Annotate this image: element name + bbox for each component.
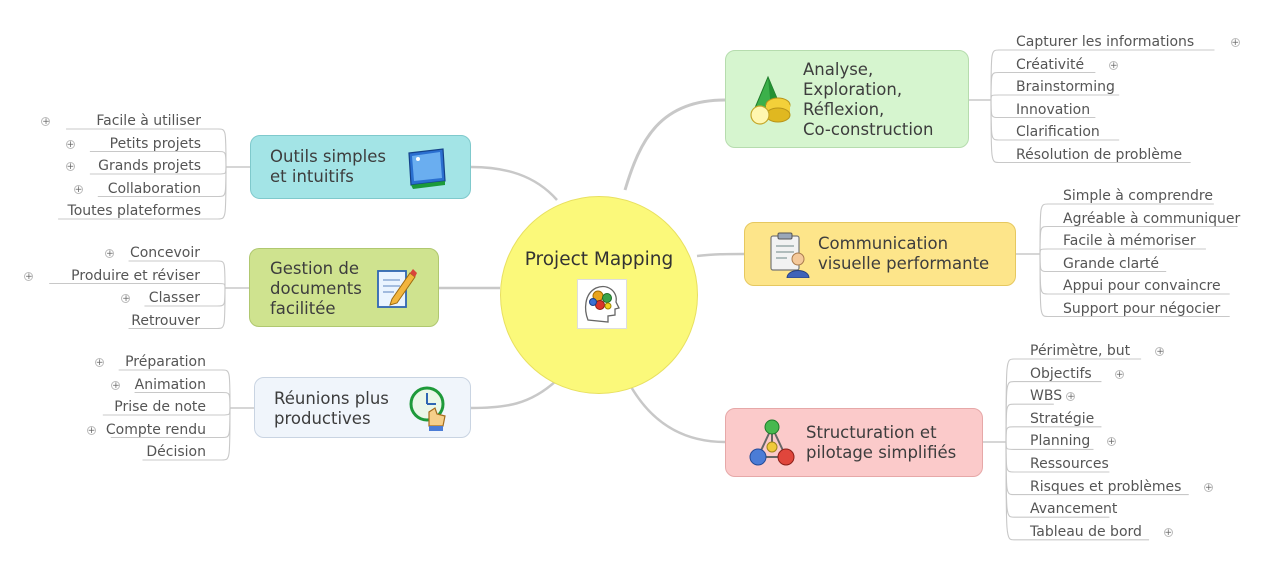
expand-plus-icon[interactable]: + <box>94 358 104 368</box>
expand-plus-icon[interactable]: + <box>24 271 34 282</box>
subtopic-structuration-1[interactable]: Objectifs <box>1030 365 1092 382</box>
branch-analyse-label: Analyse, Exploration, Réflexion, Co-cons… <box>803 60 934 139</box>
expand-plus-icon[interactable]: + <box>73 184 83 195</box>
subtopic-outils-4[interactable]: Toutes plateformes <box>67 203 201 219</box>
connector-line <box>128 260 226 289</box>
connector-line <box>1005 441 1150 541</box>
expand-plus-icon[interactable]: + <box>1066 392 1076 403</box>
expand-plus-icon[interactable]: + <box>1163 527 1173 538</box>
expand-plus-icon[interactable]: + <box>1109 60 1118 71</box>
expand-plus-icon[interactable]: + <box>41 117 51 127</box>
subtopic-communication-2[interactable]: Facile à mémoriser <box>1063 233 1196 249</box>
connector-line <box>1005 426 1102 443</box>
expand-plus-icon[interactable]: + <box>1230 38 1240 48</box>
central-topic[interactable]: Project Mapping <box>500 196 698 394</box>
connector-line <box>470 379 558 410</box>
subtopic-communication-5[interactable]: Support pour négocier <box>1063 300 1221 317</box>
expand-plus-icon[interactable]: + <box>105 249 115 259</box>
connector-line <box>990 94 1120 101</box>
document-pencil-icon <box>374 265 418 316</box>
subtopic-communication-1[interactable]: Agréable à communiquer <box>1063 210 1241 227</box>
branch-analyse[interactable]: Analyse, Exploration, Réflexion, Co-cons… <box>725 50 969 148</box>
connector-line <box>58 166 227 220</box>
subtopic-structuration-2[interactable]: WBS <box>1030 388 1063 405</box>
subtopic-structuration-5[interactable]: Ressources <box>1030 456 1109 472</box>
branch-communication-label: Communication visuelle performante <box>818 234 990 273</box>
expand-plus-icon[interactable]: + <box>1155 347 1165 357</box>
subtopic-communication-4[interactable]: Appui pour convaincre <box>1063 278 1221 294</box>
expand-plus-icon[interactable]: + <box>65 139 75 150</box>
subtopic-reunions-1[interactable]: Animation <box>134 376 206 393</box>
connector-line <box>89 150 227 168</box>
network-nodes-icon <box>748 417 796 474</box>
expand-plus-icon[interactable]: + <box>1114 369 1124 380</box>
connector-line <box>623 98 726 191</box>
subtopic-reunions-3[interactable]: Compte rendu <box>105 421 206 438</box>
expand-plus-icon[interactable]: + <box>121 294 131 304</box>
blue-tablet-icon <box>403 145 449 196</box>
connector-line <box>990 71 1096 101</box>
subtopic-communication-0[interactable]: Simple à comprendre <box>1063 188 1213 204</box>
subtopic-outils-3[interactable]: Collaboration <box>107 180 201 197</box>
subtopic-analyse-1[interactable]: Créativité <box>1016 56 1085 73</box>
subtopic-outils-0[interactable]: Facile à utiliser <box>96 113 201 129</box>
head-gears-icon <box>577 279 627 329</box>
subtopic-gestion-3[interactable]: Retrouver <box>131 312 200 329</box>
connector-line <box>1039 248 1206 255</box>
subtopic-gestion-2[interactable]: Classer <box>148 290 200 306</box>
connector-line <box>128 287 226 330</box>
connector-line <box>990 99 1191 164</box>
connector-line <box>470 165 558 201</box>
expand-plus-icon[interactable]: + <box>1106 437 1116 448</box>
subtopic-reunions-4[interactable]: Décision <box>146 444 206 460</box>
branch-communication[interactable]: Communication visuelle performante <box>744 222 1016 286</box>
subtopic-analyse-3[interactable]: Innovation <box>1016 101 1091 118</box>
expand-plus-icon[interactable]: + <box>65 162 75 172</box>
subtopic-analyse-5[interactable]: Résolution de problème <box>1016 146 1183 163</box>
expand-plus-icon[interactable]: + <box>111 380 121 391</box>
subtopic-analyse-0[interactable]: Capturer les informations <box>1016 34 1195 50</box>
connector-line <box>696 252 745 258</box>
connector-line <box>1039 225 1238 255</box>
subtopic-analyse-4[interactable]: Clarification <box>1016 124 1100 140</box>
connector-line <box>134 391 231 409</box>
subtopic-structuration-4[interactable]: Planning <box>1030 433 1091 450</box>
branch-gestion-label: Gestion de documents facilitée <box>270 259 362 318</box>
subtopic-reunions-2[interactable]: Prise de note <box>114 399 206 415</box>
presenter-clipboard-icon <box>767 232 811 283</box>
clock-hand-icon <box>407 384 451 437</box>
subtopic-outils-1[interactable]: Petits projets <box>109 135 201 152</box>
subtopic-analyse-2[interactable]: Brainstorming <box>1016 79 1115 95</box>
expand-plus-icon[interactable]: + <box>1204 482 1213 493</box>
subtopic-structuration-0[interactable]: Périmètre, but <box>1030 343 1131 359</box>
connector-line <box>1039 253 1230 318</box>
subtopic-structuration-3[interactable]: Stratégie <box>1030 410 1095 427</box>
branch-reunions[interactable]: Réunions plus productives <box>254 377 471 438</box>
3d-shapes-icon <box>748 75 794 132</box>
subtopic-structuration-6[interactable]: Risques et problèmes <box>1030 478 1182 495</box>
subtopic-gestion-0[interactable]: Concevoir <box>129 245 200 261</box>
branch-reunions-label: Réunions plus productives <box>274 389 389 428</box>
connector-line <box>628 384 726 444</box>
connector-line <box>142 407 231 461</box>
expand-plus-icon[interactable]: + <box>86 425 96 436</box>
branch-structuration[interactable]: Structuration et pilotage simplifiés <box>725 408 983 477</box>
branch-gestion[interactable]: Gestion de documents facilitée <box>249 248 439 327</box>
subtopic-communication-3[interactable]: Grande clarté <box>1063 255 1160 272</box>
subtopic-structuration-8[interactable]: Tableau de bord <box>1030 523 1142 540</box>
subtopic-gestion-1[interactable]: Produire et réviser <box>71 267 200 284</box>
subtopic-outils-2[interactable]: Grands projets <box>98 158 201 174</box>
subtopic-structuration-7[interactable]: Avancement <box>1030 501 1118 518</box>
subtopic-reunions-0[interactable]: Préparation <box>125 354 206 370</box>
branch-structuration-label: Structuration et pilotage simplifiés <box>806 423 957 462</box>
central-topic-title: Project Mapping <box>524 249 674 270</box>
connector-line <box>49 282 226 289</box>
branch-outils-label: Outils simples et intuitifs <box>270 147 386 186</box>
branch-outils[interactable]: Outils simples et intuitifs <box>250 135 471 199</box>
